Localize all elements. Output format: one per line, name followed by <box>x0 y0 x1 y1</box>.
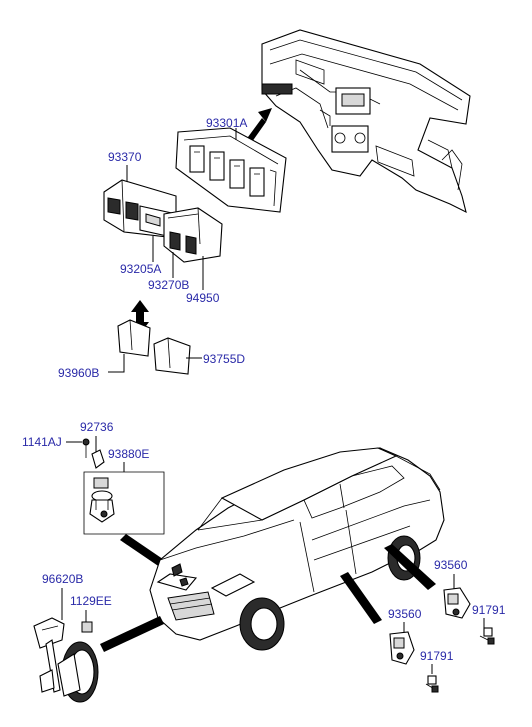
blank-cover-93755D <box>153 337 191 375</box>
screw-1141AJ <box>82 438 90 458</box>
car-illustration <box>149 447 445 651</box>
label-96620B: 96620B <box>42 572 83 586</box>
door-sensor-93560-center <box>389 631 415 665</box>
label-93880E: 93880E <box>108 447 149 461</box>
label-93560-center: 93560 <box>388 607 422 621</box>
horn-96620B <box>33 617 99 703</box>
label-91791-center: 91791 <box>420 649 454 663</box>
bolt-91791-right <box>479 627 495 645</box>
label-93301A: 93301A <box>206 116 247 130</box>
switch-block-93370 <box>103 179 177 239</box>
switch-block-94950 <box>163 207 223 263</box>
leader-arrow-center <box>340 572 382 624</box>
sensor-bracket-93880E <box>83 449 165 535</box>
dashboard-illustration <box>261 29 471 214</box>
door-sensor-93560-right <box>443 587 471 619</box>
label-93270B: 93270B <box>148 278 189 292</box>
label-93205A: 93205A <box>120 262 161 276</box>
label-1129EE: 1129EE <box>70 594 112 608</box>
leader-arrow-horn <box>100 616 164 652</box>
blank-cover-93960B <box>117 319 151 357</box>
label-93370: 93370 <box>108 150 142 164</box>
label-91791-right: 91791 <box>472 603 506 617</box>
label-93755D: 93755D <box>203 352 245 366</box>
switch-panel-93301A <box>175 127 287 213</box>
label-92736: 92736 <box>80 420 114 434</box>
bolt-91791-center <box>425 675 439 693</box>
label-93560-right: 93560 <box>434 558 468 572</box>
leader-arrow-right <box>384 544 436 590</box>
label-94950: 94950 <box>186 291 220 305</box>
label-1141AJ: 1141AJ <box>22 435 62 449</box>
label-93960B: 93960B <box>58 366 99 380</box>
